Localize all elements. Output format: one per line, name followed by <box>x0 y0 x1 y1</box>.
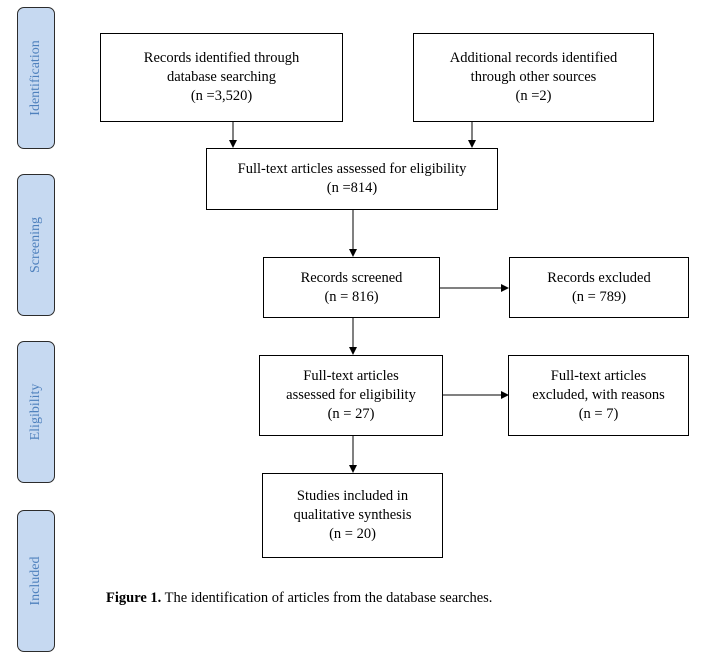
box-other-sources-line1: Additional records identified <box>449 50 618 66</box>
box-other-sources: Additional records identified through ot… <box>413 33 654 122</box>
box-fulltext-excluded-count: (n = 7) <box>578 406 619 422</box>
box-fulltext-excluded: Full-text articles excluded, with reason… <box>508 355 689 436</box>
box-studies-included-line2: qualitative synthesis <box>293 507 412 523</box>
phase-identification: Identification <box>17 7 55 149</box>
box-fulltext-27-line1: Full-text articles <box>303 368 399 384</box>
box-records-excluded: Records excluded (n = 789) <box>509 257 689 318</box>
box-records-screened-count: (n = 816) <box>324 288 379 305</box>
box-records-excluded-line1: Records excluded <box>547 269 651 286</box>
box-fulltext-814-line1: Full-text articles assessed for eligibil… <box>237 161 467 177</box>
box-database-records-line1: Records identified through <box>143 50 300 66</box>
box-studies-included-line1: Studies included in <box>296 488 409 504</box>
box-database-records-line2: database searching <box>166 69 277 85</box>
box-other-sources-line2: through other sources <box>470 69 597 85</box>
box-fulltext-814: Full-text articles assessed for eligibil… <box>206 148 498 210</box>
figure-caption-text: The identification of articles from the … <box>161 590 493 606</box>
phase-eligibility: Eligibility <box>17 341 55 483</box>
box-database-records-count: (n =3,520) <box>190 88 253 104</box>
box-other-sources-count: (n =2) <box>515 88 552 104</box>
box-records-excluded-count: (n = 789) <box>571 288 627 305</box>
phase-included: Included <box>17 510 55 652</box>
box-records-screened: Records screened (n = 816) <box>263 257 440 318</box>
figure-caption: Figure 1. The identification of articles… <box>106 590 492 607</box>
box-fulltext-excluded-line1: Full-text articles <box>550 368 647 384</box>
box-database-records: Records identified through database sear… <box>100 33 343 122</box>
phase-screening: Screening <box>17 174 55 316</box>
box-fulltext-27-count: (n = 27) <box>327 406 375 422</box>
box-studies-included-count: (n = 20) <box>329 526 376 542</box>
box-fulltext-814-count: (n =814) <box>326 180 378 196</box>
figure-caption-label: Figure 1. <box>106 590 162 606</box>
box-records-screened-line1: Records screened <box>300 269 403 286</box>
box-studies-included: Studies included in qualitative synthesi… <box>262 473 443 558</box>
box-fulltext-27: Full-text articles assessed for eligibil… <box>259 355 443 436</box>
box-fulltext-27-line2: assessed for eligibility <box>286 387 416 403</box>
box-fulltext-excluded-line2: excluded, with reasons <box>532 387 665 403</box>
